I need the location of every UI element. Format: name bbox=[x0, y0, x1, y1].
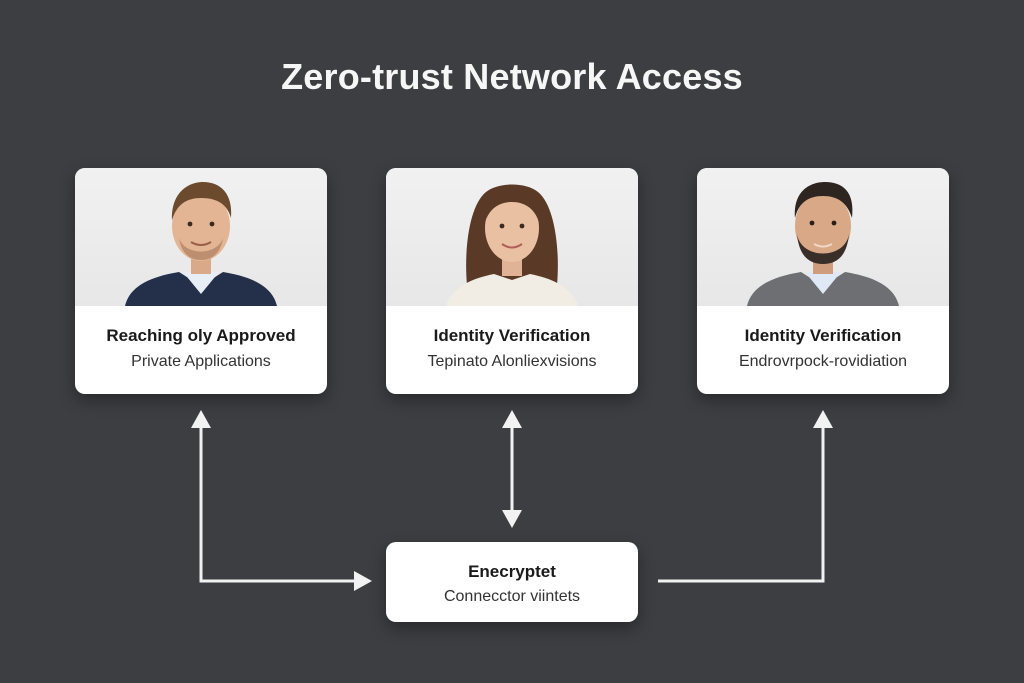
card-heading: Reaching oly Approved bbox=[106, 326, 296, 345]
card-subtitle: Tepinato Alonliexvisions bbox=[427, 353, 597, 370]
card-heading: Identity Verification bbox=[433, 326, 591, 345]
connector-heading: Enecryptet bbox=[468, 562, 556, 581]
arrow-right-path bbox=[658, 426, 825, 583]
connector-subtitle: Connecctor viintets bbox=[443, 588, 581, 605]
person-man-navy-icon bbox=[125, 182, 277, 306]
person-photo bbox=[697, 168, 949, 306]
card-subtitle: Endrovrpock-rovidiation bbox=[738, 353, 908, 370]
person-woman-icon bbox=[446, 184, 578, 306]
encrypted-connector-box: Enecryptet Connecctor viintets bbox=[386, 542, 638, 622]
person-photo bbox=[75, 168, 327, 306]
arrowhead-up-left bbox=[191, 410, 211, 428]
card-identity-verification-2: Identity Verification Endrovrpock-rovidi… bbox=[697, 168, 949, 394]
arrowhead-up-middle bbox=[502, 410, 522, 428]
person-photo bbox=[386, 168, 638, 306]
arrow-left-path bbox=[199, 426, 356, 583]
card-identity-verification-1: Identity Verification Tepinato Alonliexv… bbox=[386, 168, 638, 394]
card-approved-applications: Reaching oly Approved Private Applicatio… bbox=[75, 168, 327, 394]
arrowhead-right-into-connector bbox=[354, 571, 372, 591]
person-man-gray-icon bbox=[747, 182, 899, 306]
diagram-title: Zero-trust Network Access bbox=[281, 56, 743, 97]
card-heading: Identity Verification bbox=[744, 326, 902, 345]
arrowhead-down-middle bbox=[502, 510, 522, 528]
card-subtitle: Private Applications bbox=[131, 353, 271, 370]
arrowhead-up-right bbox=[813, 410, 833, 428]
